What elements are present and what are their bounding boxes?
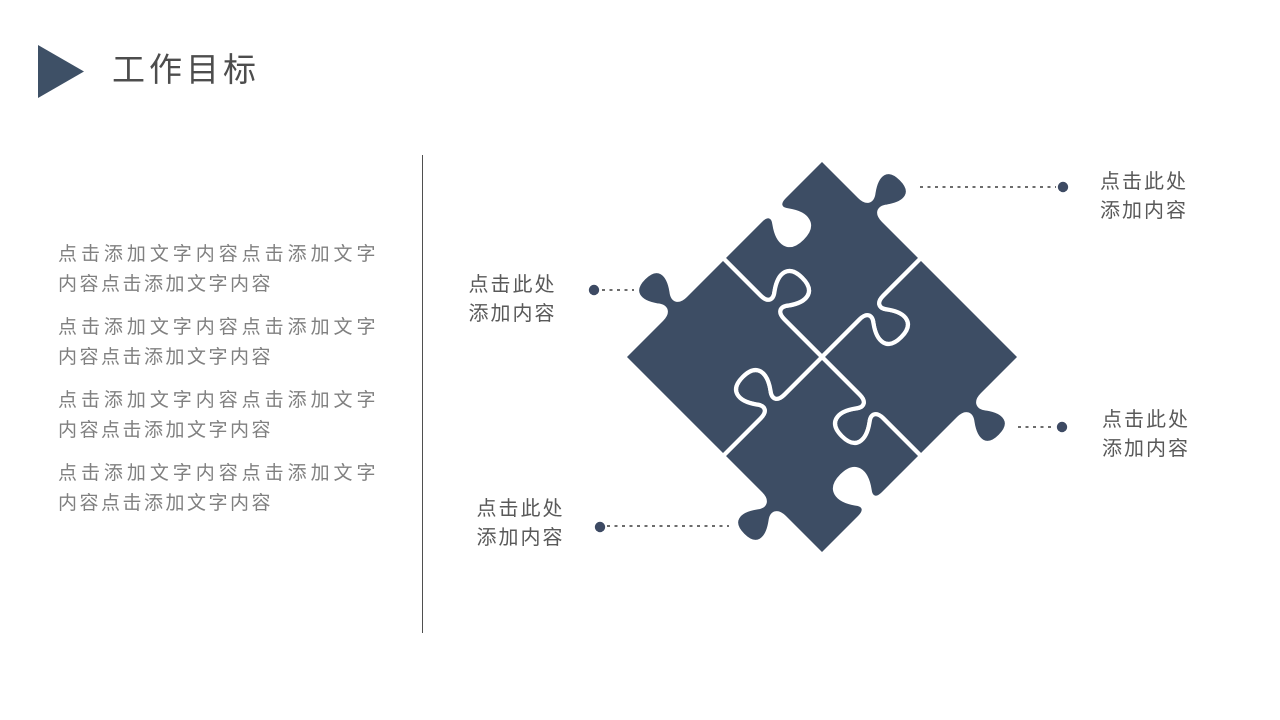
- vertical-divider: [422, 155, 423, 633]
- callout-label-top-right: 点击此处 添加内容: [1100, 171, 1188, 222]
- connector-dot-left: [588, 284, 600, 296]
- callout-label-left: 点击此处 添加内容: [468, 274, 557, 325]
- callout-label-bottom-left: 点击此处 添加内容: [476, 498, 565, 549]
- connector-dot-bottom-left: [594, 521, 606, 533]
- connector-dot-top-right: [1057, 181, 1069, 193]
- body-paragraph: 点击添加文字内容点击添加文字内容点击添加文字内容: [58, 317, 378, 368]
- connector-dot-right: [1056, 421, 1068, 433]
- page-title: 工作目标: [112, 51, 260, 88]
- body-paragraph: 点击添加文字内容点击添加文字内容点击添加文字内容: [58, 463, 378, 514]
- callout-label-right: 点击此处 添加内容: [1102, 409, 1190, 460]
- puzzle-piece-left: [621, 255, 825, 459]
- body-text-block: 点击添加文字内容点击添加文字内容点击添加文字内容 点击添加文字内容点击添加文字内…: [58, 240, 378, 532]
- body-paragraph: 点击添加文字内容点击添加文字内容点击添加文字内容: [58, 244, 378, 295]
- body-paragraph: 点击添加文字内容点击添加文字内容点击添加文字内容: [58, 390, 378, 441]
